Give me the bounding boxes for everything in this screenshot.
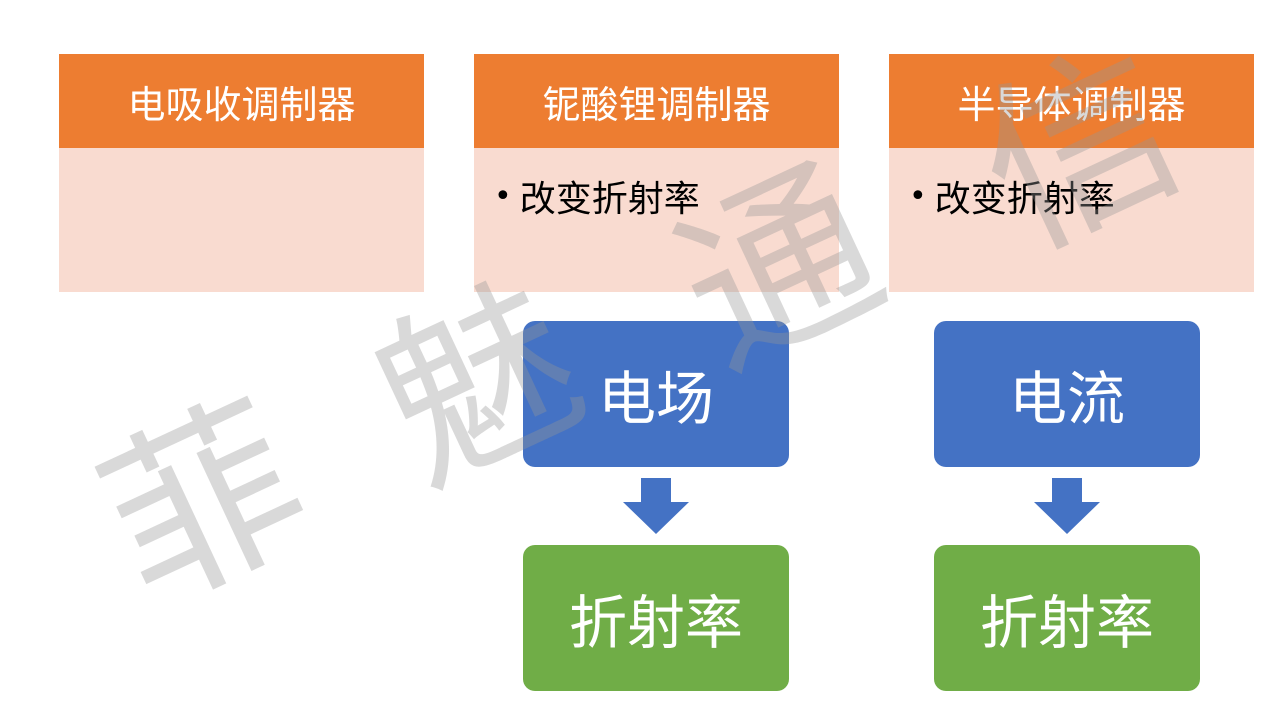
card-lithium-niobate: 铌酸锂调制器 • 改变折射率 <box>474 54 839 292</box>
card-title: 电吸收调制器 <box>127 82 356 127</box>
refractive-index-box: 折射率 <box>523 545 789 691</box>
box-label: 折射率 <box>979 589 1154 657</box>
card-body: • 改变折射率 <box>474 148 839 292</box>
card-header: 半导体调制器 <box>889 54 1254 148</box>
box-label: 电场 <box>597 365 714 433</box>
refractive-index-box: 折射率 <box>934 545 1200 691</box>
card-body <box>59 148 424 292</box>
bullet-text: 改变折射率 <box>934 179 1115 220</box>
bullet-item: • 改变折射率 <box>494 170 823 222</box>
down-arrow-icon <box>1034 478 1100 534</box>
electric-field-box: 电场 <box>523 321 789 467</box>
card-header: 电吸收调制器 <box>59 54 424 148</box>
card-title: 半导体调制器 <box>957 82 1186 127</box>
bullet-dot-icon: • <box>909 178 927 214</box>
bullet-item: • 改变折射率 <box>909 170 1238 222</box>
card-electro-absorption: 电吸收调制器 <box>59 54 424 292</box>
card-title: 铌酸锂调制器 <box>542 82 771 127</box>
watermark-char: 菲 <box>71 364 338 645</box>
electric-current-box: 电流 <box>934 321 1200 467</box>
card-semiconductor: 半导体调制器 • 改变折射率 <box>889 54 1254 292</box>
down-arrow-icon <box>623 478 689 534</box>
bullet-dot-icon: • <box>494 178 512 214</box>
card-header: 铌酸锂调制器 <box>474 54 839 148</box>
bullet-text: 改变折射率 <box>519 179 700 220</box>
box-label: 电流 <box>1008 365 1125 433</box>
card-body: • 改变折射率 <box>889 148 1254 292</box>
box-label: 折射率 <box>568 589 743 657</box>
